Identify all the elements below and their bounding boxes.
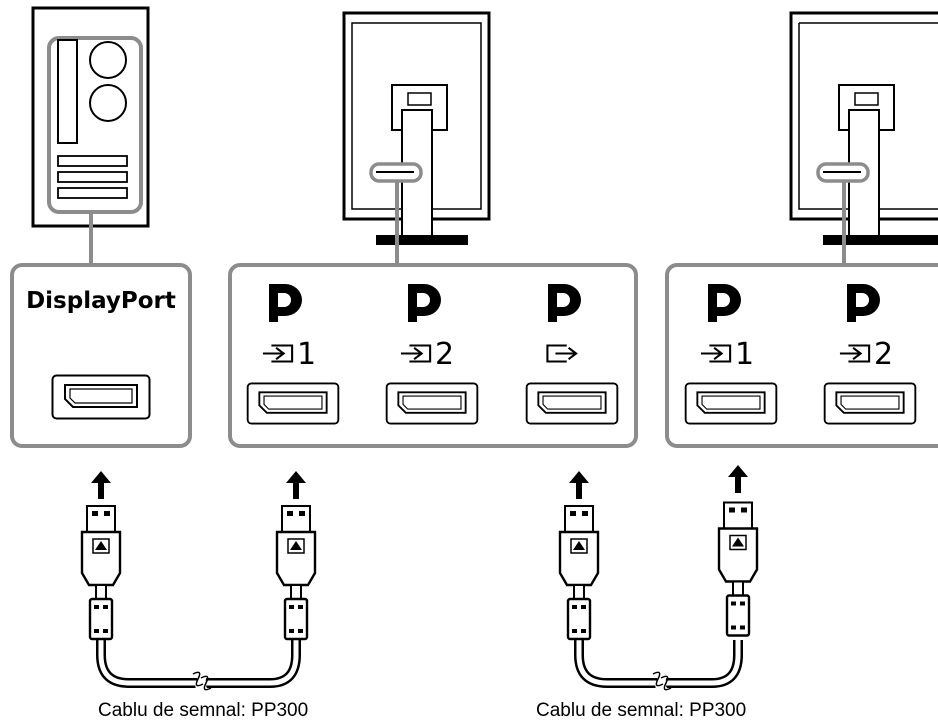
cable-2-plug-b	[717, 501, 759, 637]
monitor-1-port-panel: 1 2	[228, 263, 638, 448]
computer-displayport-port	[51, 374, 151, 420]
cable-1-plug-b	[275, 505, 317, 641]
up-arrow-icon	[569, 471, 589, 499]
monitor-2-port-1-number: 1	[735, 337, 754, 372]
monitor-2-port-2-number: 2	[874, 337, 893, 372]
monitor-1-input-2-port	[385, 382, 479, 425]
monitor-2-input-2-port	[823, 382, 917, 425]
monitor-2-port-panel: 1 2	[665, 263, 938, 448]
up-arrow-icon	[286, 471, 306, 499]
monitor-1-input-1-port	[246, 382, 340, 425]
cable-1-plug-a	[80, 505, 122, 641]
up-arrow-icon	[91, 471, 111, 499]
monitor-2	[789, 11, 938, 245]
monitor-2-input-1-port	[684, 382, 778, 425]
monitor-1-port-1-number: 1	[297, 337, 316, 372]
tower-port-highlight	[47, 36, 143, 214]
cable-2-plug-a	[558, 505, 600, 641]
signal-cable-1	[80, 471, 317, 692]
computer-port-panel: DisplayPort	[10, 263, 192, 448]
cable-1-label: Cablu de semnal: PP300	[98, 700, 309, 721]
signal-cable-2	[558, 465, 759, 692]
monitor-1	[342, 11, 491, 245]
up-arrow-icon	[728, 465, 748, 493]
displayport-title: DisplayPort	[26, 288, 176, 314]
cable-2-label: Cablu de semnal: PP300	[536, 700, 747, 721]
monitor-1-output-port	[525, 382, 619, 425]
computer-tower	[31, 6, 150, 228]
monitor-1-port-2-number: 2	[435, 337, 454, 372]
